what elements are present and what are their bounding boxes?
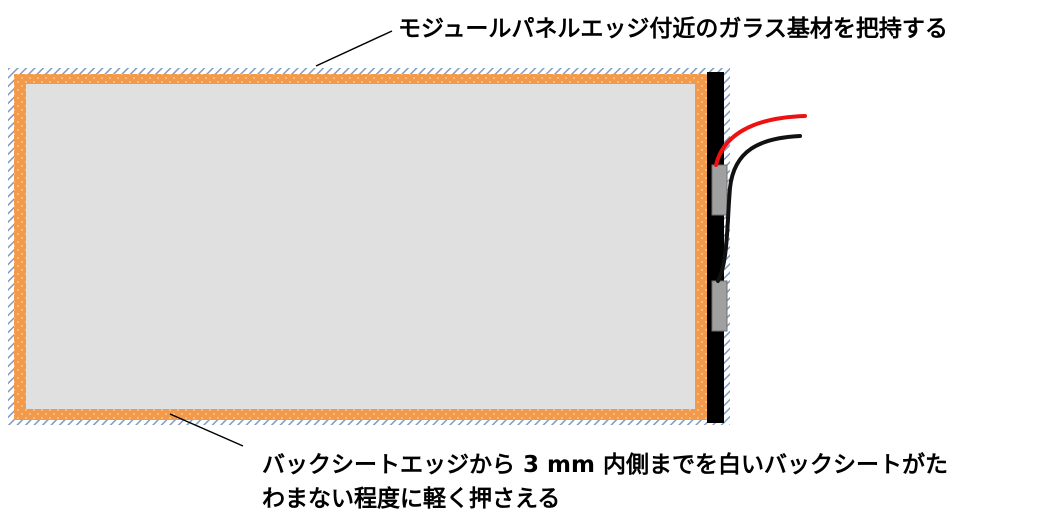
- junction-box-lower: [711, 280, 728, 332]
- frame-side: [707, 72, 724, 423]
- callout-glass-grip: モジュールパネルエッジ付近のガラス基材を把持する: [398, 16, 948, 42]
- junction-box-upper: [711, 164, 728, 216]
- cable-positive: [714, 114, 807, 167]
- leader-line-top: [315, 30, 393, 67]
- callout-backsheet-press-line2: わまない程度に軽く押さえる: [262, 486, 561, 512]
- callout-backsheet-press: バックシートエッジから 3 mm 内側までを白いバックシートがた わまない程度に…: [262, 448, 948, 516]
- module-panel: [26, 84, 695, 409]
- cable-negative: [716, 134, 802, 283]
- callout-backsheet-press-line1: バックシートエッジから 3 mm 内側までを白いバックシートがた: [262, 452, 948, 478]
- leader-line-bottom: [169, 413, 244, 447]
